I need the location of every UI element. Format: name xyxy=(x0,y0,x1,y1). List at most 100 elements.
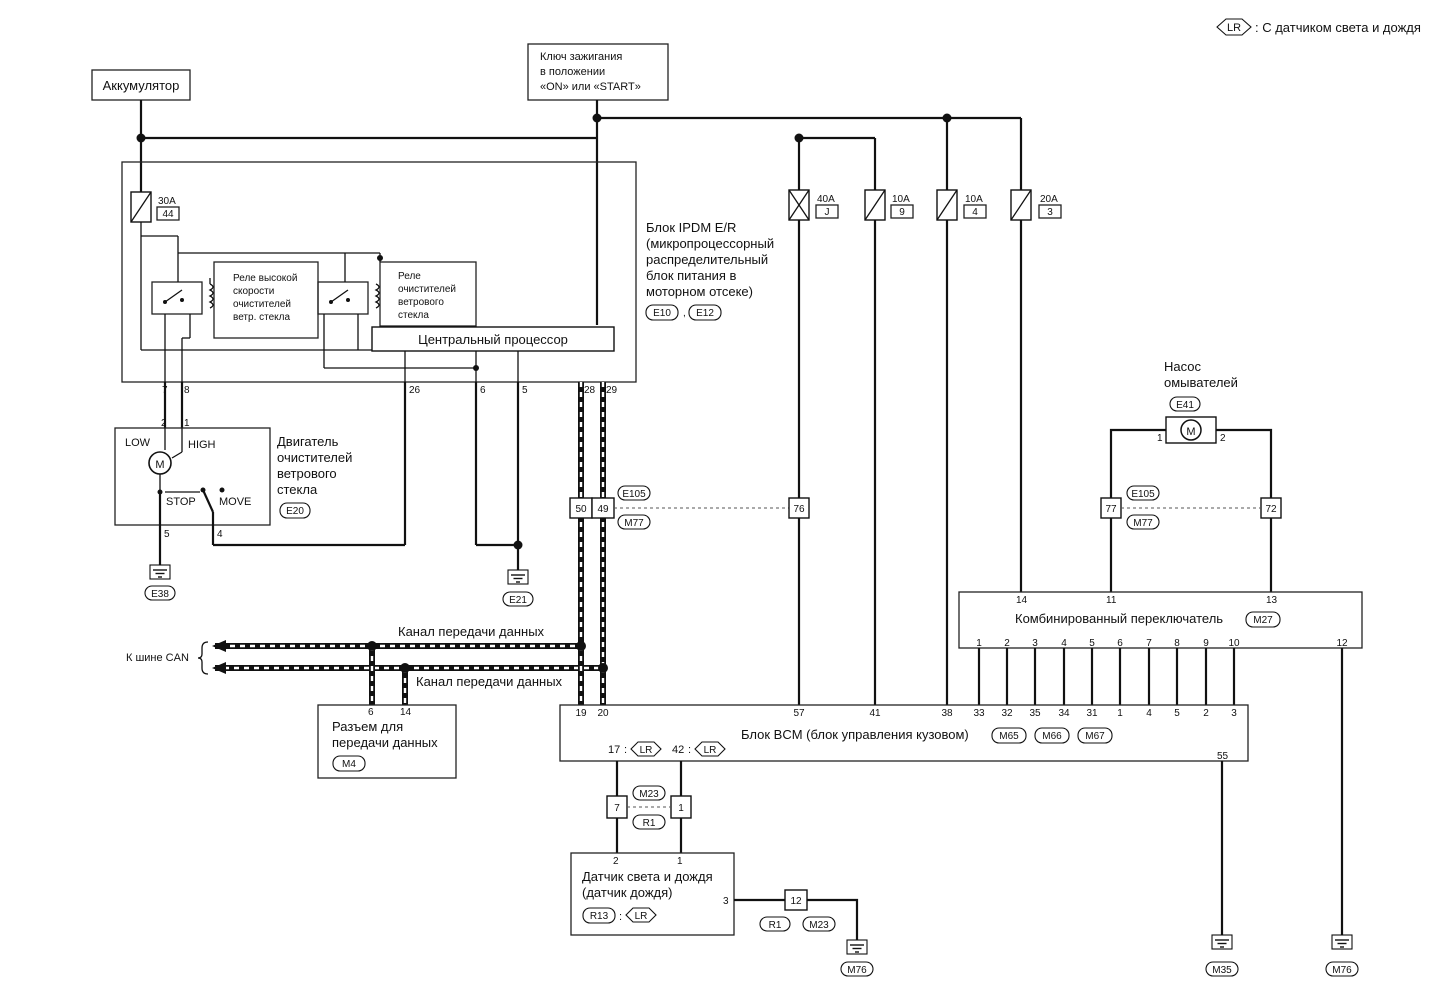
pin-label: 38 xyxy=(941,708,953,719)
ignition-source: Ключ зажигания в положении «ON» или «STA… xyxy=(527,43,669,101)
motor-high: HIGH xyxy=(188,439,216,451)
ipdm-title-3: распределительный xyxy=(646,252,768,267)
dlc-title-2: передачи данных xyxy=(332,735,438,750)
ground-label: E21 xyxy=(509,595,527,606)
can-lines: Канал передачи данных Канал передачи дан… xyxy=(126,382,608,705)
ground-m35: M35 xyxy=(1205,934,1239,977)
ipdm-pin: 28 xyxy=(584,385,596,396)
motor-connector: E20 xyxy=(286,506,304,517)
lr-tag: LR xyxy=(635,911,648,922)
pin-label: 10 xyxy=(1228,638,1240,649)
ground-m76-b: M76 xyxy=(1325,934,1359,977)
sensor-wires: 7 1 M23 R1 xyxy=(606,761,692,853)
fuse-rating: 10A xyxy=(965,194,983,205)
can-bus-label: К шине CAN xyxy=(126,652,189,664)
ground-label: M76 xyxy=(847,965,867,976)
ground-e38: E38 xyxy=(144,564,176,601)
e105-pin: 49 xyxy=(597,504,609,515)
lr-tag-icon xyxy=(1216,18,1252,36)
pin-label: 12 xyxy=(1336,638,1348,649)
ipdm-pin: 5 xyxy=(522,385,528,396)
bcm-connector: M67 xyxy=(1085,731,1105,742)
pin-label: 57 xyxy=(793,708,805,719)
relay-wiper-line-4: стекла xyxy=(398,310,429,321)
lr-tag: LR xyxy=(704,745,717,756)
cpu-label: Центральный процессор xyxy=(418,332,568,347)
ground-label: E38 xyxy=(151,589,169,600)
motor-symbol: M xyxy=(155,459,164,471)
sensor-pin: 3 xyxy=(723,896,729,907)
pump-title-2: омывателей xyxy=(1164,375,1238,390)
battery-source: Аккумулятор xyxy=(91,69,191,101)
m23-pin: 1 xyxy=(678,803,684,814)
motor-title-2: очистителей xyxy=(277,450,352,465)
combo-connector: M27 xyxy=(1253,615,1273,626)
fuse-rating: 30A xyxy=(158,196,176,207)
sensor-connector: R13 xyxy=(590,911,609,922)
motor-stop: STOP xyxy=(166,496,196,508)
ipdm-block: Реле высокой скорости очистителей ветр. … xyxy=(121,161,774,396)
ipdm-title-2: (микропроцессорный xyxy=(646,236,774,251)
combo-top-pin: 14 xyxy=(1016,595,1028,606)
r1-label: R1 xyxy=(769,920,782,931)
ipdm-pin: 29 xyxy=(606,385,618,396)
lr-tag-icon xyxy=(625,907,657,923)
combo-top-pin: 13 xyxy=(1266,595,1278,606)
svg-text:,: , xyxy=(683,308,686,319)
pin-label: 7 xyxy=(1146,638,1152,649)
pin-label: 2 xyxy=(1004,638,1010,649)
fuse-id: 9 xyxy=(899,207,905,218)
relay-high-line-4: ветр. стекла xyxy=(233,312,290,323)
e105-pin: 50 xyxy=(575,504,587,515)
ground-e21: E21 xyxy=(474,382,534,607)
pin-label: 3 xyxy=(1032,638,1038,649)
pin-label: 41 xyxy=(869,708,881,719)
m23-label: M23 xyxy=(809,920,829,931)
pump-pin: 1 xyxy=(1157,433,1163,444)
ipdm-connector-1: E10 xyxy=(653,308,671,319)
bcm-opt1: 17 xyxy=(608,744,620,756)
fuse-rating: 20A xyxy=(1040,194,1058,205)
battery-label: Аккумулятор xyxy=(103,78,180,93)
ipdm-connector-2: E12 xyxy=(696,308,714,319)
fuse-id: 3 xyxy=(1047,207,1053,218)
fuse-40a: 40A J xyxy=(788,189,839,221)
pin-label: 2 xyxy=(1203,708,1209,719)
relay-wiper-line-2: очистителей xyxy=(398,284,456,295)
svg-text::: : xyxy=(624,744,627,756)
pin-label: 3 xyxy=(1231,708,1237,719)
pump-motor-icon xyxy=(1180,419,1202,441)
relay-high-line-1: Реле высокой xyxy=(233,273,297,284)
legend-tag: LR xyxy=(1227,22,1241,34)
fuse-30a: 30A 44 xyxy=(130,191,180,223)
e105-pin: 77 xyxy=(1105,504,1117,515)
rain-sensor: 2 1 Датчик света и дождя (датчик дождя) … xyxy=(570,852,859,940)
combo-top-pin: 11 xyxy=(1106,595,1117,606)
pump-title-1: Насос xyxy=(1164,359,1201,374)
can-line2-label: Канал передачи данных xyxy=(416,674,563,689)
motor-pin: 4 xyxy=(217,529,223,540)
combo-title: Комбинированный переключатель xyxy=(1015,611,1223,626)
lr-tag: LR xyxy=(640,745,653,756)
ground-m76-a: M76 xyxy=(840,939,874,977)
e105-label: E105 xyxy=(1131,489,1155,500)
svg-text::: : xyxy=(619,911,622,923)
ipdm-pin: 6 xyxy=(480,385,486,396)
ground-label: M76 xyxy=(1332,965,1352,976)
bcm-bottom-pin: 55 xyxy=(1217,751,1229,762)
relay-wiper-line-1: Реле xyxy=(398,271,421,282)
ignition-line-2: в положении xyxy=(540,66,605,78)
ipdm-pin: 8 xyxy=(184,385,190,396)
pin-label: 1 xyxy=(1117,708,1123,719)
pin-label: 20 xyxy=(597,708,609,719)
washer-pump: Насос омывателей E41 M 1 2 xyxy=(1109,359,1273,592)
fuse-20a: 20A 3 xyxy=(1010,189,1062,221)
combination-switch: 14 11 13 Комбинированный переключатель M… xyxy=(958,591,1363,649)
e105-connector-right: 77 72 E105 M77 xyxy=(1100,485,1282,530)
motor-title-3: ветрового xyxy=(277,466,337,481)
motor-low: LOW xyxy=(125,437,151,449)
fuse-id: 4 xyxy=(972,207,978,218)
pin-label: 5 xyxy=(1174,708,1180,719)
